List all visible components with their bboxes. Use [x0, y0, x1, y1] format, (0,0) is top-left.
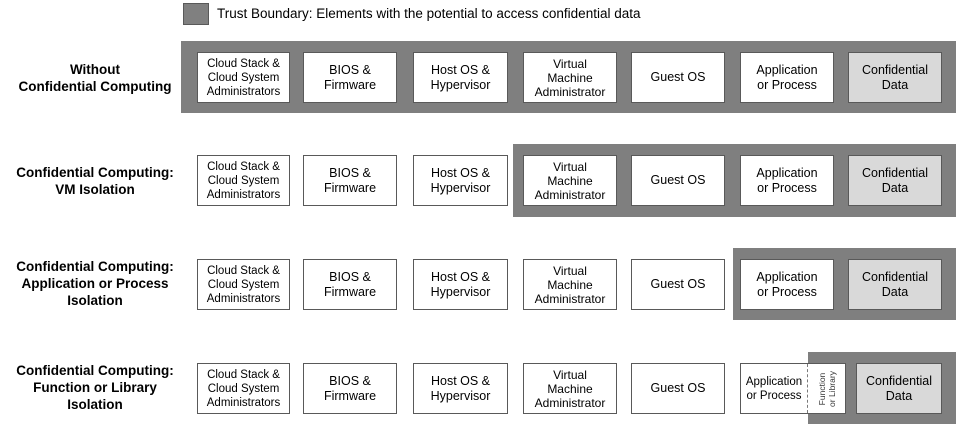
- box-host-os-hypervisor: Host OS & Hypervisor: [413, 52, 508, 103]
- box-host-os-hypervisor: Host OS & Hypervisor: [413, 259, 508, 310]
- box-application-process: Application or Process: [740, 155, 834, 206]
- box-confidential-data: Confidential Data: [848, 155, 942, 206]
- box-bios-firmware: BIOS & Firmware: [303, 363, 397, 414]
- box-confidential-data: Confidential Data: [848, 52, 942, 103]
- box-vm-administrator: Virtual Machine Administrator: [523, 155, 617, 206]
- box-guest-os: Guest OS: [631, 52, 725, 103]
- row-label: Confidential Computing: Application or P…: [16, 259, 174, 308]
- box-guest-os: Guest OS: [631, 155, 725, 206]
- box-cloud-stack-admins: Cloud Stack & Cloud System Administrator…: [197, 363, 290, 414]
- box-cloud-stack-admins: Cloud Stack & Cloud System Administrator…: [197, 155, 290, 206]
- trust-boundary-swatch-icon: [183, 3, 209, 25]
- box-application-process: Application or Process: [740, 52, 834, 103]
- box-vm-administrator: Virtual Machine Administrator: [523, 52, 617, 103]
- box-bios-firmware: BIOS & Firmware: [303, 259, 397, 310]
- row-label: Confidential Computing: VM Isolation: [16, 165, 174, 197]
- function-library-segment: Function or Library: [808, 364, 845, 413]
- box-application-process: Application or Process: [745, 375, 803, 402]
- row-label: Confidential Computing: Function or Libr…: [16, 363, 174, 412]
- box-guest-os: Guest OS: [631, 363, 725, 414]
- box-vm-administrator: Virtual Machine Administrator: [523, 259, 617, 310]
- box-application-process-with-function-library: Application or Process Function or Libra…: [740, 363, 846, 414]
- box-host-os-hypervisor: Host OS & Hypervisor: [413, 155, 508, 206]
- legend-label: Trust Boundary: Elements with the potent…: [217, 6, 641, 21]
- box-cloud-stack-admins: Cloud Stack & Cloud System Administrator…: [197, 52, 290, 103]
- box-confidential-data: Confidential Data: [856, 363, 942, 414]
- function-library-label: Function or Library: [816, 370, 837, 407]
- box-confidential-data: Confidential Data: [848, 259, 942, 310]
- box-guest-os: Guest OS: [631, 259, 725, 310]
- box-bios-firmware: BIOS & Firmware: [303, 52, 397, 103]
- trust-boundary-legend: Trust Boundary: Elements with the potent…: [183, 3, 640, 25]
- box-application-process: Application or Process: [740, 259, 834, 310]
- box-cloud-stack-admins: Cloud Stack & Cloud System Administrator…: [197, 259, 290, 310]
- box-vm-administrator: Virtual Machine Administrator: [523, 363, 617, 414]
- box-bios-firmware: BIOS & Firmware: [303, 155, 397, 206]
- row-label: Without Confidential Computing: [18, 62, 172, 94]
- dashed-divider: [807, 364, 808, 413]
- box-host-os-hypervisor: Host OS & Hypervisor: [413, 363, 508, 414]
